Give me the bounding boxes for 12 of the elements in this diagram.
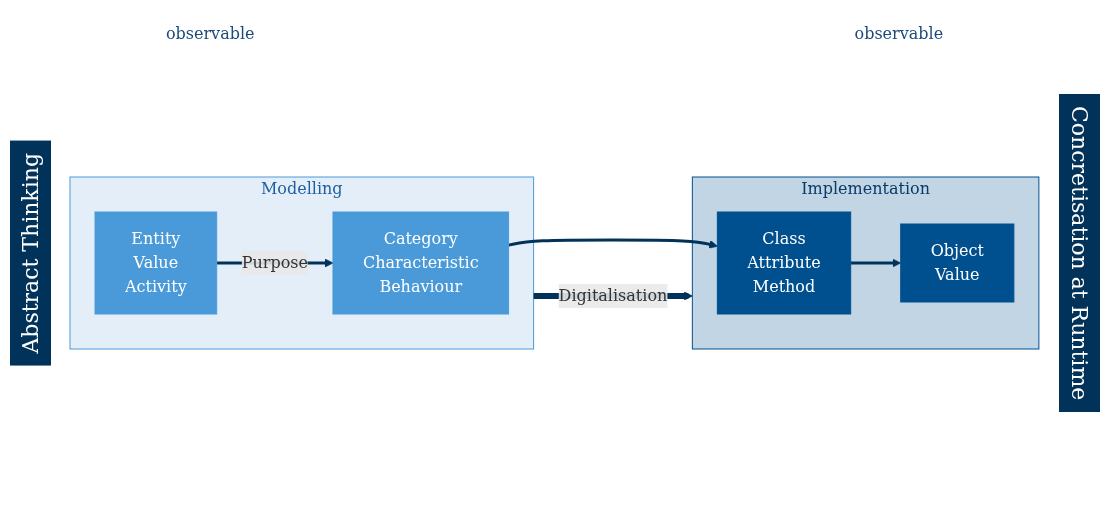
node-box: Class Attribute Method: [716, 211, 852, 314]
node-box: Object Value: [900, 223, 1015, 302]
note-text: observable: [165, 23, 255, 43]
edge-label: Digitalisation: [558, 285, 668, 305]
direction-arrow-label: Abstract Thinking: [9, 140, 51, 366]
arrow: [508, 238, 718, 249]
note-text: observable: [854, 23, 944, 43]
node-box: Entity Value Activity: [94, 211, 218, 314]
arrow: [850, 258, 902, 267]
edge-label: Purpose: [241, 252, 309, 272]
node-box: Category Characteristic Behaviour: [332, 211, 510, 314]
direction-arrow-label: Concretisation at Runtime: [1058, 93, 1100, 413]
